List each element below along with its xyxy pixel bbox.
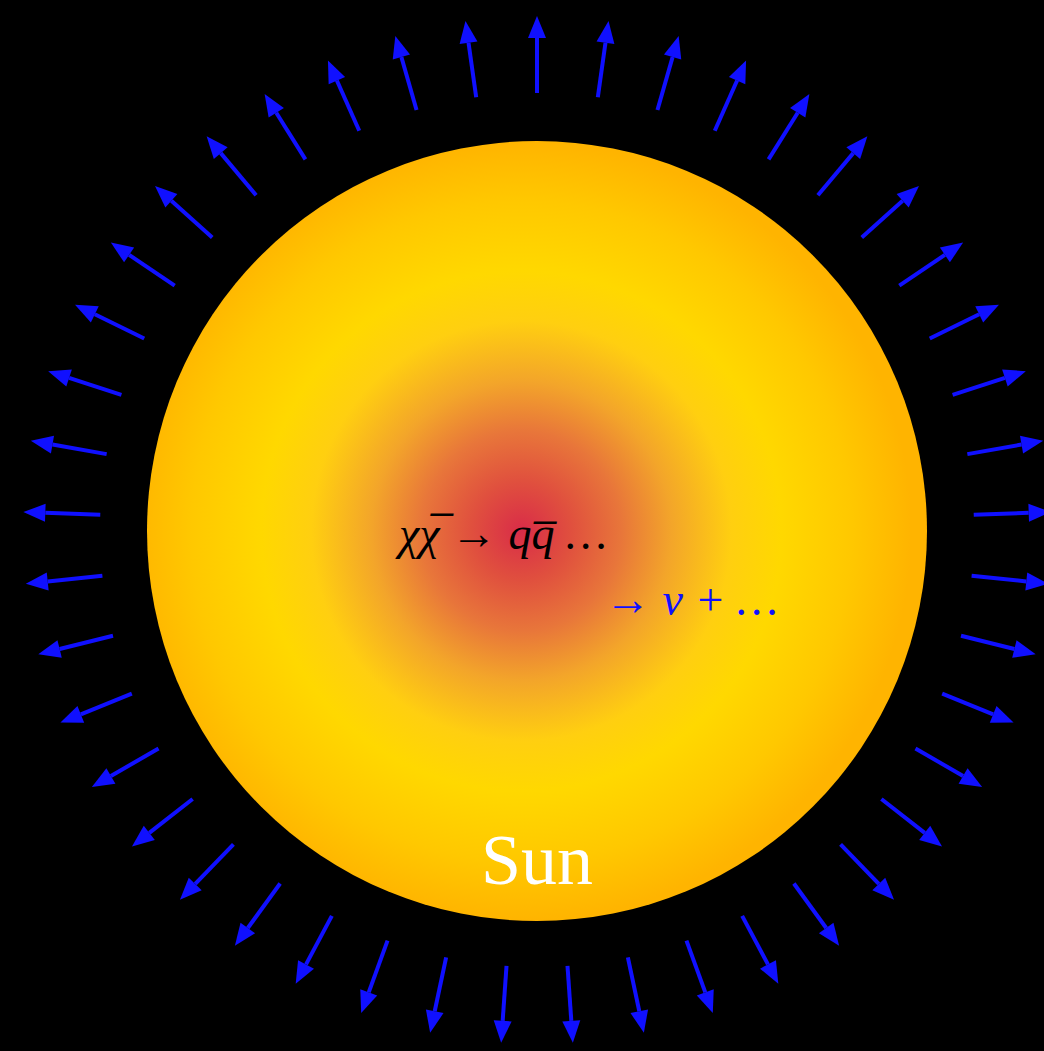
sun-label: Sun — [481, 821, 593, 900]
ray-shaft — [69, 378, 121, 395]
ray-head — [494, 1020, 512, 1043]
decay-text: → ν + … — [605, 575, 778, 626]
ray-head — [328, 60, 345, 84]
ray-head — [897, 186, 919, 207]
ray-head — [729, 60, 746, 84]
ray-shaft — [841, 844, 879, 884]
ray-head — [92, 768, 116, 787]
ray-head — [597, 21, 615, 44]
ray-head — [393, 36, 410, 60]
ray-shaft — [899, 255, 945, 286]
ray-head — [919, 826, 942, 847]
ray-shaft — [369, 941, 388, 993]
ray-shaft — [942, 694, 993, 715]
ray-head — [360, 989, 377, 1013]
reaction-text: χχ̅ → qq̅ … — [399, 509, 607, 560]
ray-shaft — [81, 694, 132, 715]
ray-shaft — [221, 153, 256, 195]
ray-head — [23, 504, 45, 522]
ray-shaft — [881, 799, 924, 833]
ray-head — [760, 960, 778, 984]
ray-shaft — [469, 43, 477, 97]
sun-disc: χχ̅ → qq̅ … → ν + … Sun — [147, 141, 927, 921]
ray-shaft — [715, 81, 737, 131]
ray-head — [265, 94, 284, 117]
ray-shaft — [598, 43, 606, 97]
ray-head — [60, 706, 84, 723]
ray-shaft — [769, 113, 798, 160]
ray-head — [207, 136, 228, 159]
ray-shaft — [915, 749, 963, 777]
ray-shaft — [862, 201, 903, 238]
ray-head — [426, 1009, 444, 1032]
ray-head — [38, 640, 62, 657]
ray-head — [26, 572, 49, 590]
ray-head — [155, 186, 177, 207]
ray-head — [75, 305, 99, 323]
ray-head — [664, 36, 681, 60]
ray-shaft — [306, 916, 332, 965]
ray-head — [697, 989, 714, 1013]
ray-shaft — [818, 153, 853, 195]
ray-shaft — [794, 884, 826, 928]
ray-shaft — [337, 81, 359, 131]
ray-head — [846, 136, 867, 159]
ray-shaft — [628, 957, 639, 1011]
ray-head — [975, 305, 999, 323]
ray-shaft — [503, 966, 507, 1021]
ray-head — [959, 768, 983, 787]
ray-head — [630, 1009, 648, 1032]
ray-head — [940, 243, 963, 263]
ray-shaft — [657, 57, 672, 110]
ray-shaft — [967, 445, 1021, 455]
ray-shaft — [435, 957, 446, 1011]
ray-shaft — [742, 916, 768, 965]
ray-head — [872, 878, 894, 900]
ray-shaft — [171, 201, 212, 238]
ray-head — [31, 436, 54, 454]
ray-head — [132, 826, 155, 847]
ray-shaft — [95, 314, 144, 338]
ray-shaft — [930, 314, 979, 338]
ray-shaft — [111, 749, 159, 777]
ray-head — [1012, 640, 1036, 657]
ray-shaft — [972, 576, 1027, 582]
ray-shaft — [52, 445, 106, 455]
ray-head — [562, 1020, 580, 1043]
ray-shaft — [686, 941, 705, 993]
ray-shaft — [60, 636, 113, 649]
ray-head — [48, 369, 72, 386]
ray-head — [1002, 369, 1026, 386]
ray-shaft — [276, 113, 305, 160]
ray-shaft — [45, 513, 100, 515]
ray-head — [1020, 436, 1043, 454]
ray-head — [790, 94, 809, 117]
ray-head — [111, 243, 134, 263]
ray-shaft — [974, 513, 1029, 515]
ray-head — [296, 960, 314, 984]
ray-head — [1025, 572, 1044, 590]
ray-shaft — [953, 378, 1005, 395]
ray-shaft — [961, 636, 1014, 649]
ray-head — [235, 923, 255, 946]
ray-shaft — [48, 576, 103, 582]
ray-head — [180, 878, 202, 900]
ray-shaft — [149, 799, 192, 833]
ray-shaft — [248, 884, 280, 928]
ray-head — [819, 923, 839, 946]
ray-head — [528, 16, 546, 38]
ray-shaft — [401, 57, 416, 110]
ray-shaft — [129, 255, 175, 286]
ray-shaft — [195, 844, 233, 884]
ray-shaft — [535, 38, 539, 93]
ray-head — [1028, 504, 1044, 522]
ray-head — [990, 706, 1014, 723]
ray-head — [460, 21, 478, 44]
ray-shaft — [567, 966, 571, 1021]
